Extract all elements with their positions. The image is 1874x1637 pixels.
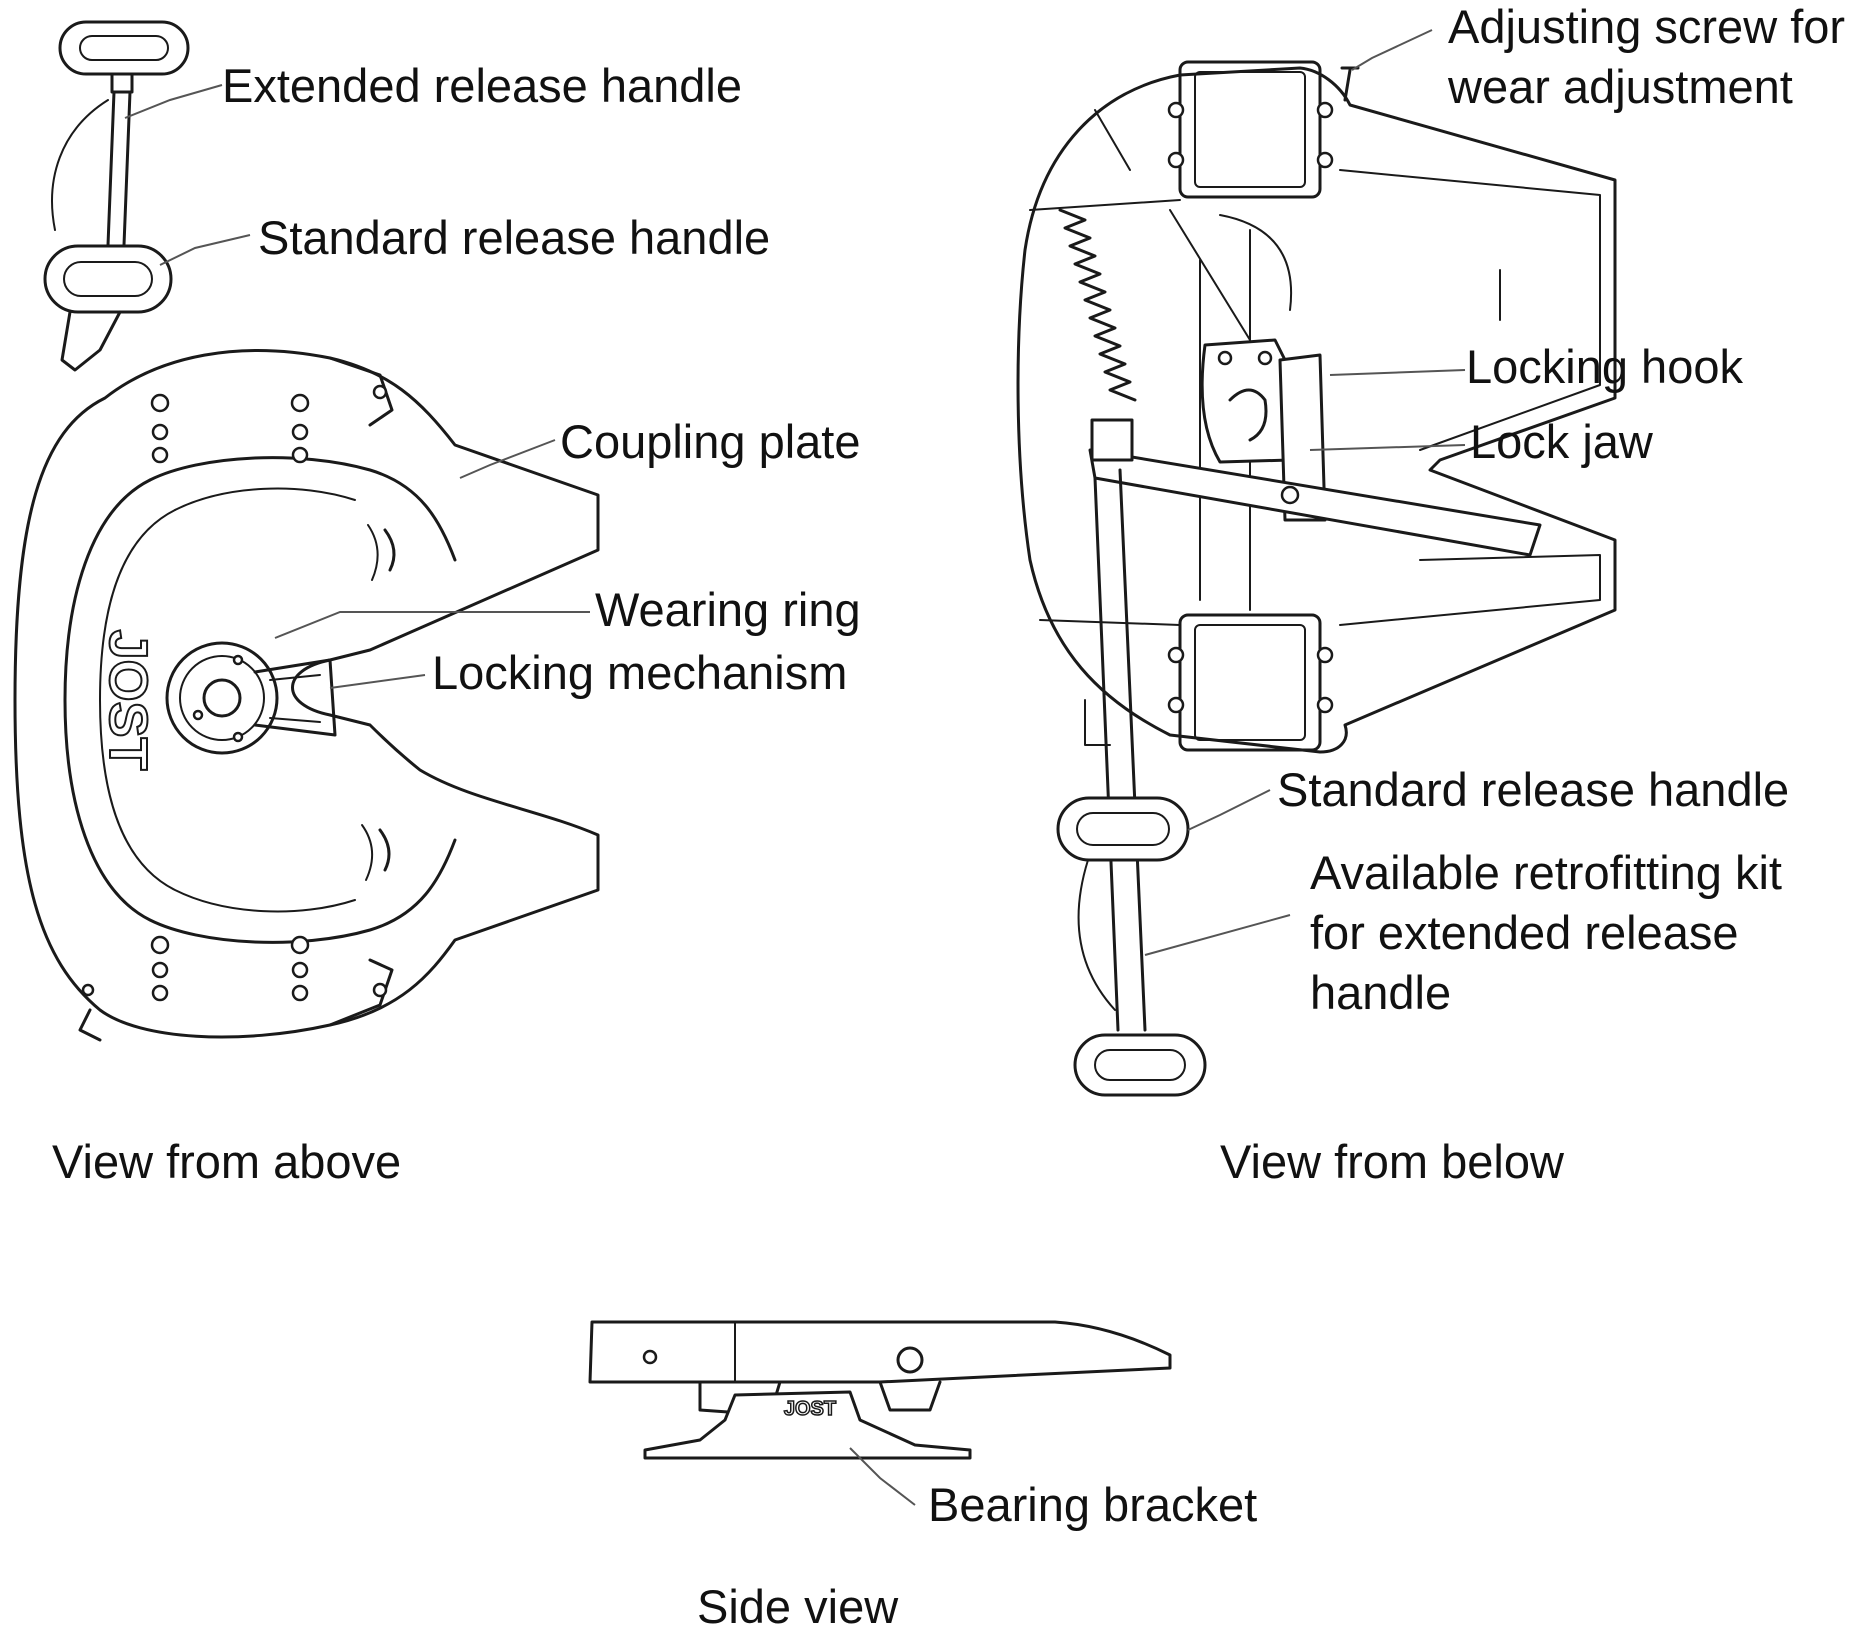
- side-plate-shape: [588, 1320, 1172, 1384]
- jost-logo-above: JOST: [98, 629, 158, 770]
- label-standard-release-handle-top: Standard release handle: [258, 211, 771, 264]
- label-extended-release-handle: Extended release handle: [222, 59, 743, 112]
- label-locking-mechanism: Locking mechanism: [432, 646, 848, 699]
- view-from-above-drawing: JOST: [13, 20, 600, 1042]
- side-view-drawing: JOST: [588, 1320, 1172, 1460]
- label-adjusting-screw: Adjusting screw for wear adjustment: [1448, 0, 1846, 113]
- view-from-below-drawing: [1016, 60, 1617, 1097]
- locking-hook-shape: [1200, 338, 1292, 464]
- release-bar-shape: [1088, 448, 1542, 557]
- extended-release-handle-below-shape: [1073, 1033, 1207, 1097]
- label-coupling-plate: Coupling plate: [560, 415, 861, 468]
- coupling-plate-outline: [13, 349, 600, 1039]
- caption-view-from-above: View from above: [52, 1135, 402, 1188]
- standard-release-handle-below-shape: [1056, 796, 1190, 862]
- bolt-dots: [150, 393, 310, 1002]
- label-locking-hook: Locking hook: [1466, 340, 1743, 393]
- standard-release-handle-shape: [43, 244, 173, 372]
- extended-release-handle-shape: [51, 20, 190, 247]
- locking-mechanism-shape: [165, 641, 337, 755]
- jost-logo-side: JOST: [784, 1398, 836, 1420]
- label-lock-jaw: Lock jaw: [1470, 415, 1653, 468]
- bearing-bracket-shape: [643, 1390, 972, 1460]
- caption-view-from-below: View from below: [1220, 1135, 1564, 1188]
- leader-lines: [124, 29, 1466, 1506]
- label-retrofitting-kit: Available retrofitting kit for extended …: [1310, 846, 1782, 1019]
- label-standard-release-handle-below: Standard release handle: [1277, 763, 1790, 816]
- label-bearing-bracket: Bearing bracket: [928, 1478, 1258, 1531]
- caption-side-view: Side view: [697, 1580, 899, 1633]
- label-wearing-ring: Wearing ring: [595, 583, 861, 636]
- spring-shape: [1058, 208, 1137, 402]
